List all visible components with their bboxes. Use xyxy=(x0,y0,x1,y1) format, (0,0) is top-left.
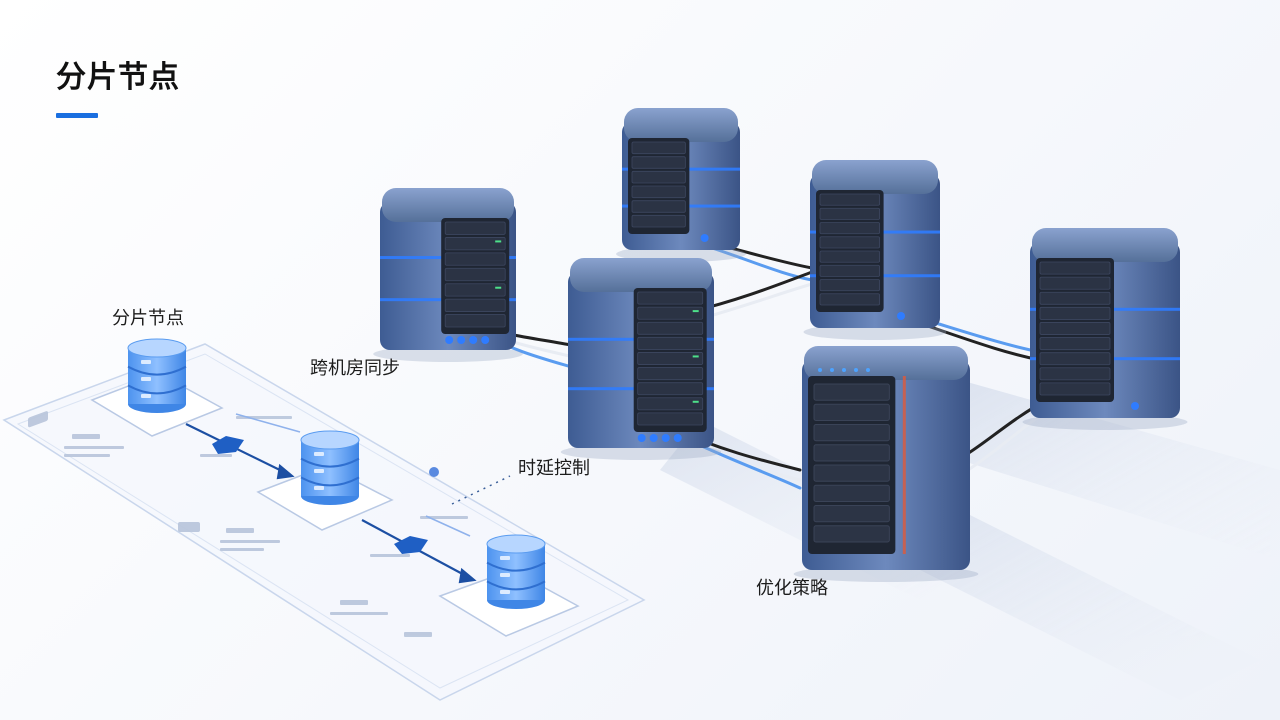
database-icon-1 xyxy=(127,338,187,413)
server-node-4 xyxy=(803,160,947,340)
server-node-6 xyxy=(793,346,979,582)
flow-arrows xyxy=(185,423,477,584)
label-shard-node: 分片节点 xyxy=(112,308,184,329)
page-title: 分片节点 xyxy=(56,60,180,95)
flow-marker-1 xyxy=(212,436,244,454)
label-optimization-strategy: 优化策略 xyxy=(756,578,828,599)
flow-ghost-arrows xyxy=(235,413,471,537)
flow-marker-2 xyxy=(394,536,428,554)
server-cluster xyxy=(373,108,1188,582)
database-icon-3 xyxy=(486,534,546,609)
label-latency-control: 时延控制 xyxy=(518,458,590,479)
server-node-3 xyxy=(560,258,722,460)
flow-platform xyxy=(2,343,646,701)
server-node-1 xyxy=(373,188,523,362)
title-underline xyxy=(56,113,98,118)
database-nodes xyxy=(127,338,546,609)
database-icon-2 xyxy=(300,430,360,505)
server-node-5 xyxy=(1022,228,1188,430)
latency-pin xyxy=(429,467,439,477)
platform-decor-text xyxy=(28,411,468,637)
label-cross-dc-sync: 跨机房同步 xyxy=(310,358,400,379)
server-node-2 xyxy=(616,108,746,262)
